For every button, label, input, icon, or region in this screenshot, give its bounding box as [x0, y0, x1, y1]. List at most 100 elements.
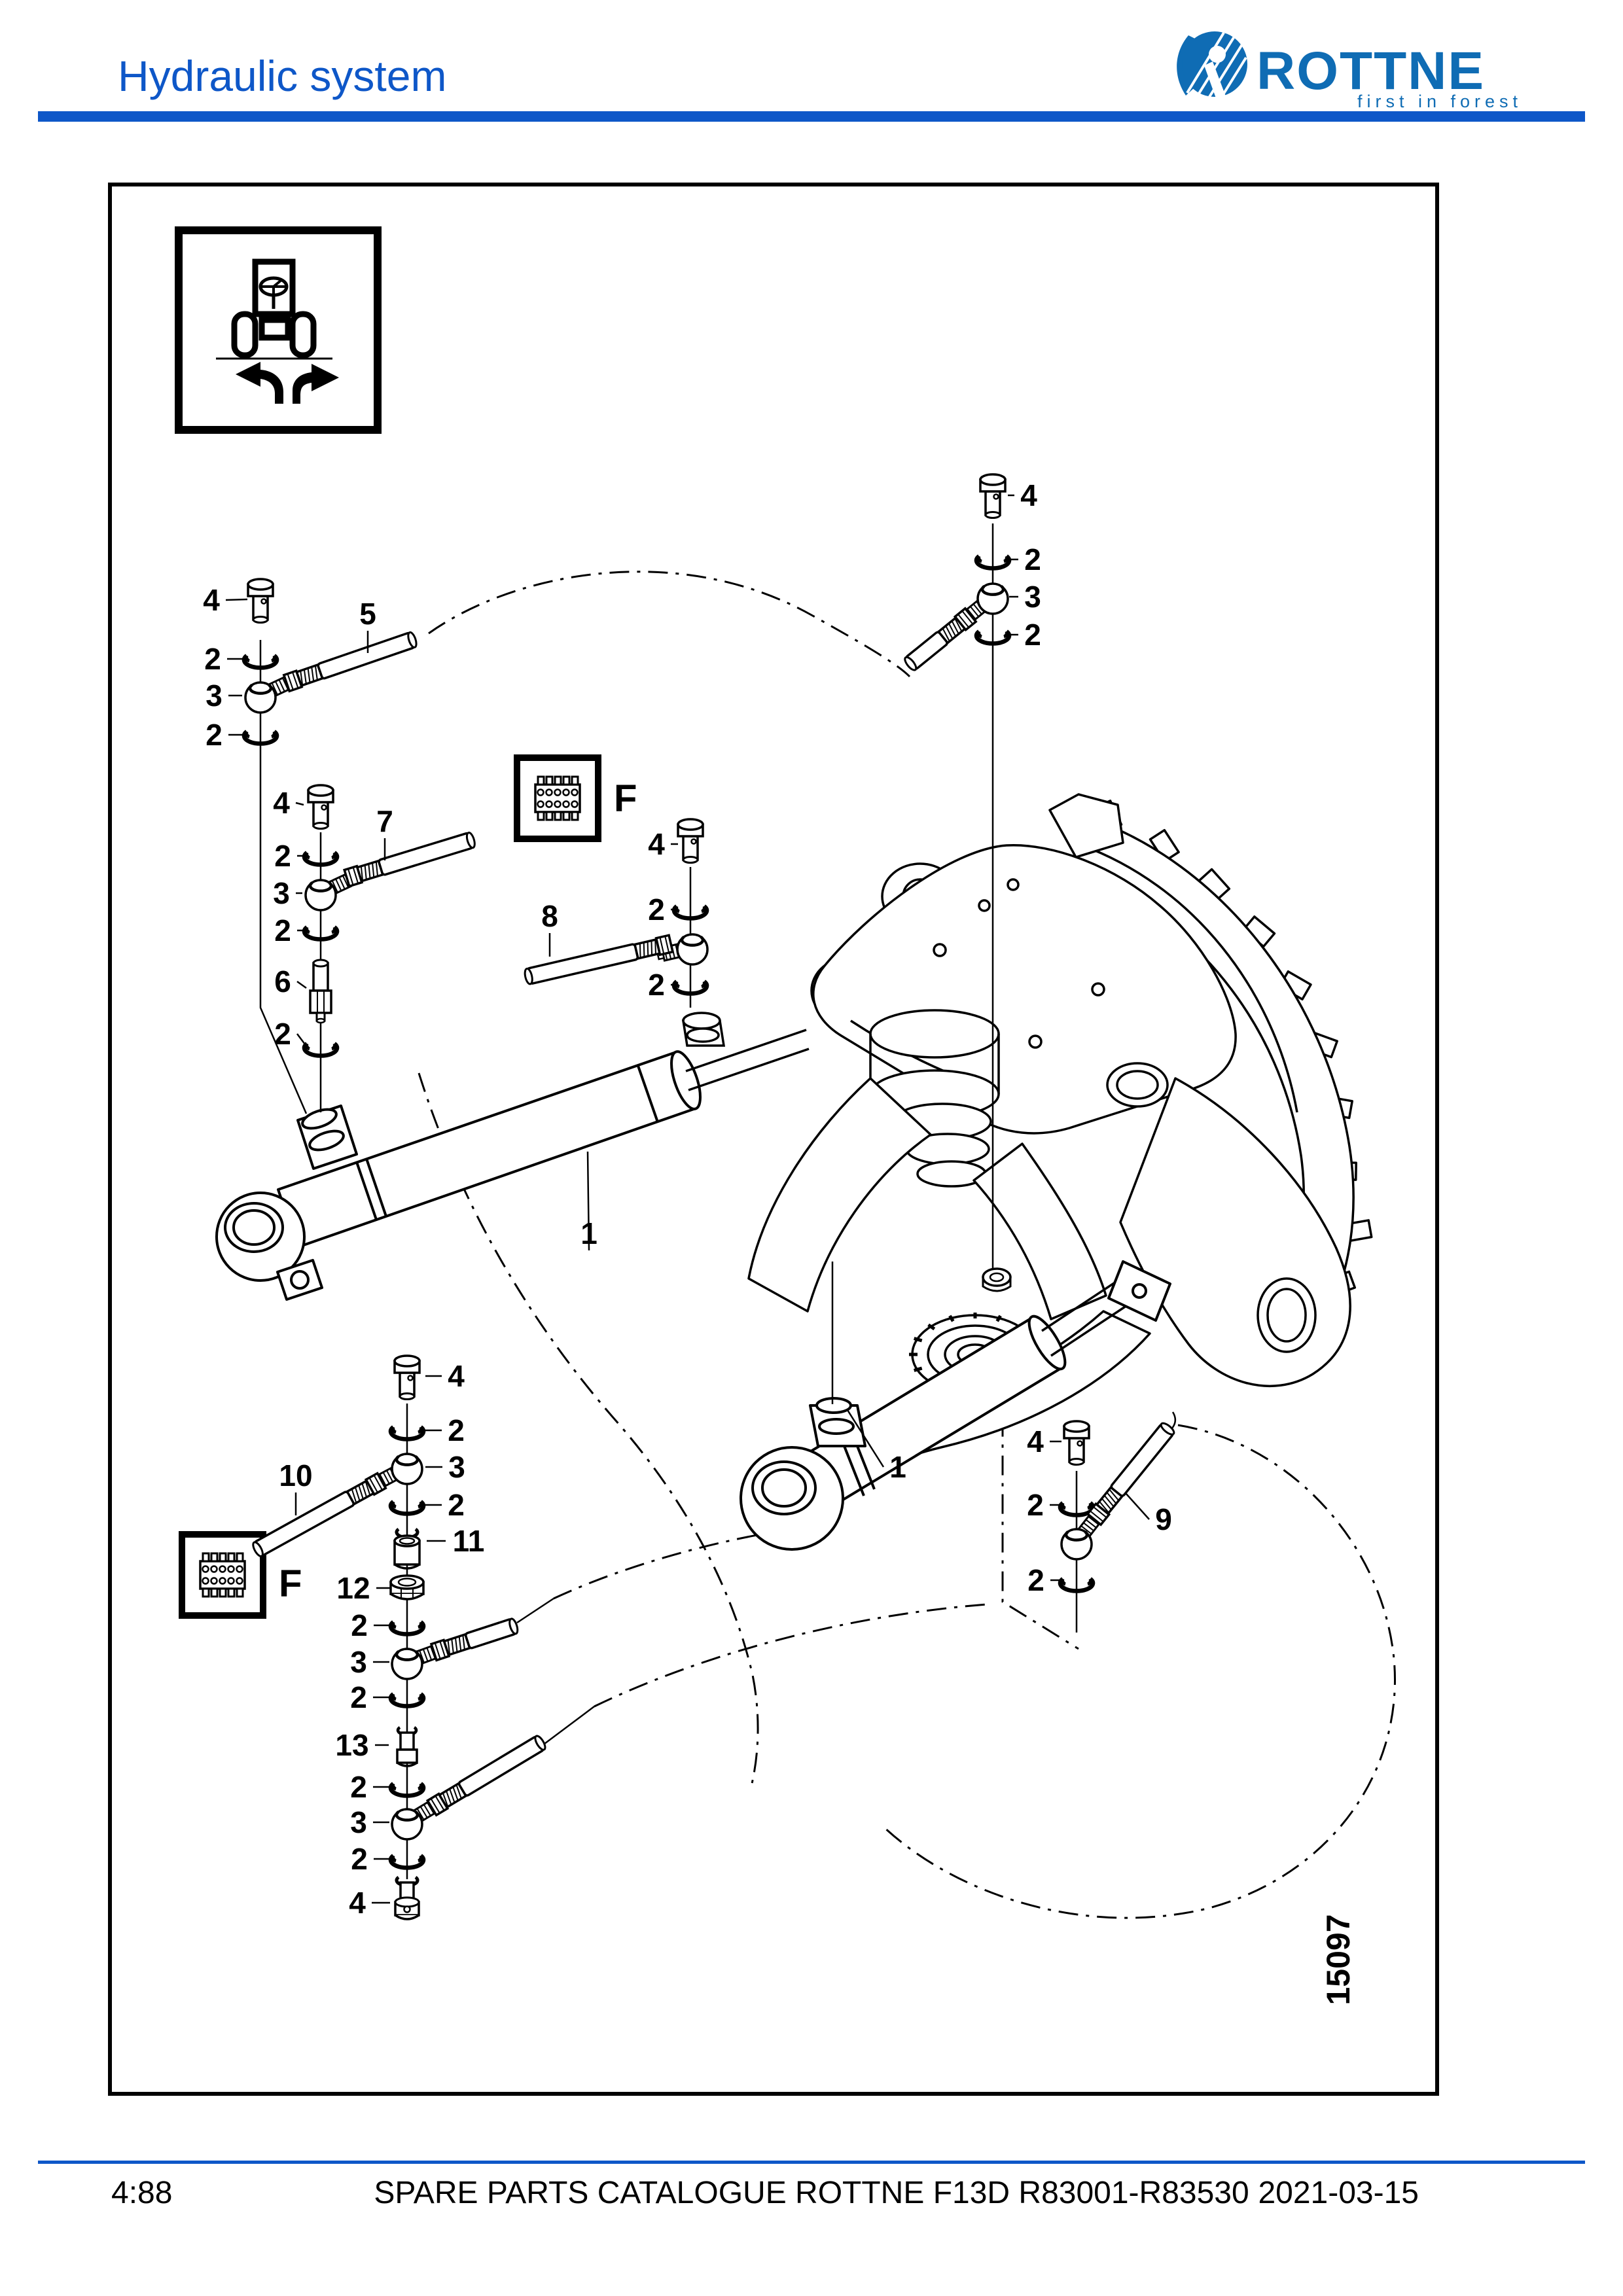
- callout-label: 4: [1020, 478, 1037, 512]
- callout-label: 7: [376, 804, 393, 838]
- callout-label: 2: [448, 1413, 465, 1447]
- brand-logo: ROTTNE first in forest: [1177, 31, 1522, 111]
- callout-label: 2: [205, 718, 223, 752]
- callout-label: 9: [1155, 1502, 1172, 1536]
- hydraulic-hose: [252, 1472, 387, 1557]
- part-glyph: [388, 1425, 426, 1441]
- callout-label: 5: [359, 597, 376, 631]
- steering-axle-assembly: [747, 793, 1373, 1492]
- hoses: [252, 607, 1175, 1817]
- part-glyph: [974, 629, 1012, 646]
- steering-cylinder-upper: [215, 1029, 810, 1301]
- callout-label: 2: [274, 913, 291, 947]
- part-glyph: [304, 873, 356, 911]
- hydraulic-hose: [1086, 1422, 1175, 1527]
- callout-label: 12: [336, 1571, 370, 1605]
- callout-label: 2: [1027, 1488, 1044, 1522]
- hydraulic-hose: [429, 1617, 519, 1662]
- part-glyph: [393, 1354, 421, 1400]
- footer-catalogue-title: SPARE PARTS CATALOGUE ROTTNE F13D R83001…: [374, 2176, 1249, 2210]
- callout-leader: [1125, 1492, 1150, 1520]
- part-glyph: [302, 925, 340, 942]
- footer-page-ref: 4:88: [111, 2176, 173, 2210]
- callout-label: 1: [580, 1216, 597, 1250]
- callout-leader: [225, 598, 248, 601]
- callout-leader: [295, 802, 304, 806]
- callout-label: 4: [203, 583, 220, 617]
- figure-border: [108, 183, 1439, 2096]
- part-glyph: [671, 980, 709, 996]
- part-glyph: [394, 1875, 420, 1920]
- callout-label: 2: [1024, 542, 1041, 576]
- part-glyph: [389, 1574, 425, 1600]
- callout-label: 3: [273, 876, 290, 910]
- part-glyph: [302, 851, 340, 867]
- part-glyph: [974, 554, 1012, 571]
- machine-steering-icon: [175, 226, 382, 434]
- callout-label: 10: [279, 1458, 312, 1492]
- callout-label: 4: [648, 827, 665, 861]
- callout-label: 2: [351, 1842, 368, 1876]
- part-glyph: [388, 1782, 426, 1798]
- callout-label: 2: [648, 968, 665, 1002]
- part-glyph: [241, 730, 279, 746]
- wire-connector-icon: [514, 754, 601, 842]
- callout-leader: [296, 980, 307, 989]
- hydraulic-hose: [524, 934, 675, 985]
- callout-label: 2: [274, 1017, 291, 1051]
- page-title: Hydraulic system: [118, 52, 447, 100]
- callout-label: 6: [274, 964, 291, 998]
- callout-label: 4: [349, 1886, 366, 1920]
- callout-label: 3: [350, 1645, 367, 1679]
- exploded-parts: [241, 473, 1103, 1920]
- part-glyph: [396, 1726, 418, 1767]
- part-glyph: [388, 1854, 426, 1870]
- callout-label: 2: [204, 642, 221, 676]
- steering-cylinder-lower: [740, 1260, 1171, 1551]
- hose-routing-dashed-paths: [418, 571, 1396, 1919]
- footer-rule: [38, 2161, 1585, 2164]
- part-glyph: [961, 582, 1009, 624]
- callout-leader: [586, 1151, 590, 1251]
- callout-label: 11: [453, 1524, 485, 1558]
- part-glyph: [388, 1692, 426, 1708]
- callout-label: 1: [889, 1450, 906, 1484]
- callout-label: 3: [205, 679, 223, 713]
- steer-right-arrow-icon: [293, 364, 339, 404]
- part-glyph: [307, 784, 334, 830]
- part-glyph: [241, 654, 279, 670]
- part-glyph: [309, 959, 332, 1024]
- brand-tagline: first in forest: [1357, 92, 1522, 111]
- hydraulic-hose: [282, 631, 418, 693]
- callout-label: 13: [335, 1728, 368, 1762]
- callout-label: 2: [350, 1770, 367, 1804]
- footer-date: 2021-03-15: [1258, 2176, 1419, 2210]
- part-glyph: [982, 1267, 1012, 1292]
- steer-left-arrow-icon: [236, 362, 283, 404]
- part-glyph: [677, 818, 704, 864]
- callout-label: 3: [448, 1450, 465, 1484]
- title-rule: [38, 111, 1585, 122]
- top-plate: [812, 843, 1237, 1135]
- part-glyph: [391, 1799, 441, 1841]
- callout-leader: [296, 1033, 306, 1045]
- figure-number: 15097: [1320, 1914, 1357, 2005]
- wire-connector-icon: [179, 1531, 266, 1619]
- part-glyph: [393, 1527, 421, 1570]
- brand-name: ROTTNE: [1257, 41, 1485, 101]
- cylinder-port-boss: [681, 1012, 726, 1047]
- callout-label: 4: [273, 786, 290, 820]
- rottne-logo-mark: [1177, 31, 1247, 98]
- part-glyph: [302, 1042, 340, 1058]
- part-glyph: [1063, 1420, 1090, 1466]
- callout-label: 2: [1027, 1563, 1044, 1597]
- callout-label: 2: [648, 892, 665, 927]
- part-glyph: [372, 1453, 423, 1489]
- part-glyph: [388, 1620, 426, 1636]
- part-glyph: [671, 904, 709, 921]
- callout-label: 8: [541, 899, 558, 933]
- callout-label: 2: [351, 1608, 368, 1642]
